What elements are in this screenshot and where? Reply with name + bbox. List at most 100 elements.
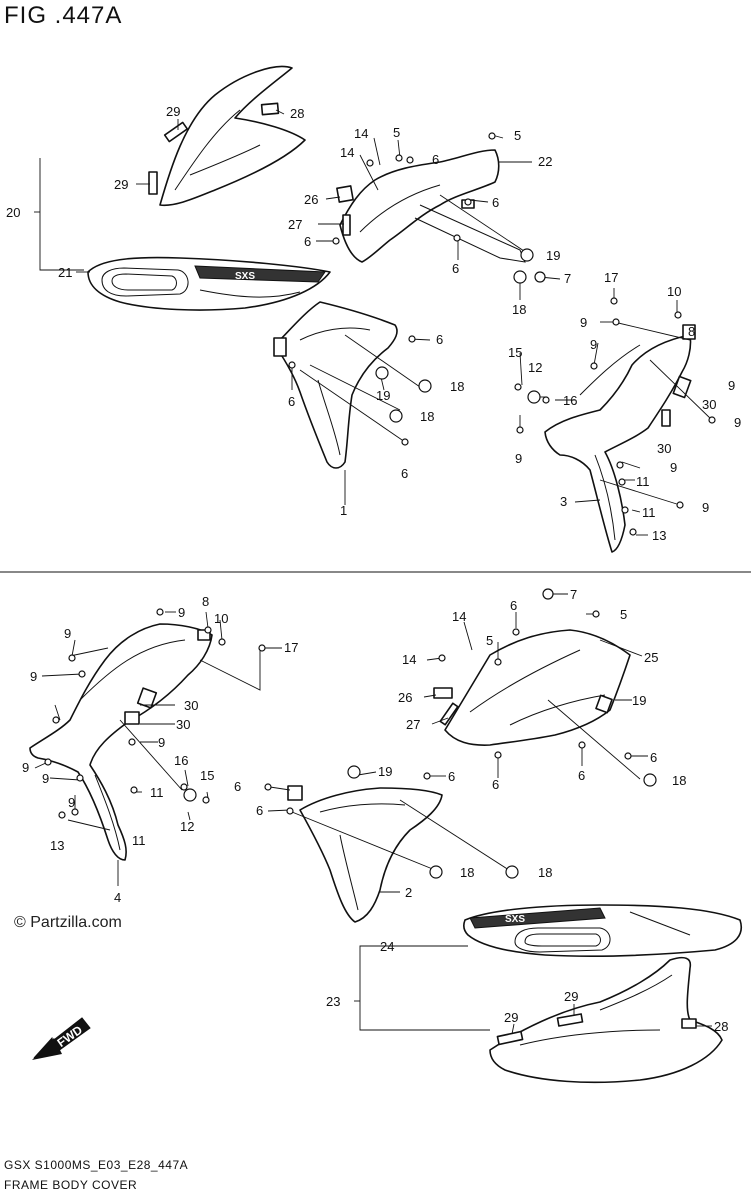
callout-28: 28 [714, 1019, 728, 1034]
callout-1: 1 [340, 503, 347, 518]
callout-9: 9 [178, 605, 185, 620]
callout-11: 11 [132, 833, 146, 848]
footer-diagram-name: FRAME BODY COVER [4, 1178, 138, 1192]
rear-frame-cover-bottom [29, 623, 213, 861]
callout-29: 29 [166, 104, 180, 119]
figure-title: FIG .447A [4, 2, 123, 29]
callout-18: 18 [538, 865, 552, 880]
callout-13: 13 [50, 838, 64, 853]
callout-30: 30 [657, 441, 671, 456]
callout-6: 6 [492, 195, 499, 210]
hardware-fasteners [44, 132, 716, 879]
upper-side-cover-left [148, 65, 306, 207]
callout-9: 9 [734, 415, 741, 430]
forward-direction-arrow-icon: FWD [32, 1017, 91, 1060]
callout-4: 4 [114, 890, 121, 905]
callout-6: 6 [452, 261, 459, 276]
inner-frame-cover-bottom [433, 629, 631, 746]
callout-11: 11 [150, 785, 164, 800]
callout-labels: 29 28 29 20 21 14 5 14 6 5 22 26 6 27 6 … [6, 104, 741, 1034]
callout-9: 9 [728, 378, 735, 393]
callout-24: 24 [380, 939, 394, 954]
callout-19: 19 [378, 764, 392, 779]
callout-19: 19 [376, 388, 390, 403]
callout-26: 26 [398, 690, 412, 705]
callout-8: 8 [688, 324, 695, 339]
lower-side-cover-bottom: SXS [462, 904, 742, 957]
callout-6: 6 [304, 234, 311, 249]
callout-5: 5 [393, 125, 400, 140]
callout-9: 9 [42, 771, 49, 786]
callout-14: 14 [340, 145, 354, 160]
sxs-decal-text-top: SXS [235, 271, 255, 282]
callout-9: 9 [515, 451, 522, 466]
callout-18: 18 [512, 302, 526, 317]
callout-9: 9 [590, 337, 597, 352]
callout-6: 6 [256, 803, 263, 818]
callout-9: 9 [670, 460, 677, 475]
callout-30: 30 [702, 397, 716, 412]
callout-16: 16 [563, 393, 577, 408]
callout-9: 9 [580, 315, 587, 330]
callout-6: 6 [288, 394, 295, 409]
callout-15: 15 [200, 768, 214, 783]
lower-side-cover-with-decal: SXS [87, 256, 331, 311]
callout-18: 18 [460, 865, 474, 880]
callout-19: 19 [632, 693, 646, 708]
callout-9: 9 [30, 669, 37, 684]
callout-29: 29 [564, 989, 578, 1004]
callout-25: 25 [644, 650, 658, 665]
rear-inner-cover-top [273, 301, 398, 469]
callout-11: 11 [642, 505, 656, 520]
rear-frame-cover-top [544, 324, 696, 553]
callout-5: 5 [486, 633, 493, 648]
callout-6: 6 [234, 779, 241, 794]
callout-9: 9 [22, 760, 29, 775]
callout-14: 14 [402, 652, 416, 667]
rear-inner-cover-bottom [287, 785, 443, 923]
callout-17: 17 [604, 270, 618, 285]
callout-19: 19 [546, 248, 560, 263]
callout-6: 6 [436, 332, 443, 347]
callout-29: 29 [504, 1010, 518, 1025]
callout-23: 23 [326, 994, 340, 1009]
callout-9: 9 [702, 500, 709, 515]
callout-6: 6 [578, 768, 585, 783]
callout-6: 6 [492, 777, 499, 792]
callout-6: 6 [510, 598, 517, 613]
watermark: © Partzilla.com [14, 914, 122, 932]
callout-8: 8 [202, 594, 209, 609]
callout-14: 14 [452, 609, 466, 624]
footer-diagram-code: GSX S1000MS_E03_E28_447A [4, 1158, 189, 1172]
callout-9: 9 [68, 795, 75, 810]
callout-10: 10 [214, 611, 228, 626]
callout-18: 18 [420, 409, 434, 424]
callout-12: 12 [180, 819, 194, 834]
callout-6: 6 [650, 750, 657, 765]
callout-12: 12 [528, 360, 542, 375]
callout-15: 15 [508, 345, 522, 360]
callout-27: 27 [288, 217, 302, 232]
callout-30: 30 [184, 698, 198, 713]
callout-5: 5 [514, 128, 521, 143]
group-bracket-23 [359, 945, 490, 1031]
group-bracket-20 [39, 158, 84, 271]
watermark-text: Partzilla.com [30, 914, 122, 931]
callout-30: 30 [176, 717, 190, 732]
callout-20: 20 [6, 205, 20, 220]
callout-13: 13 [652, 528, 666, 543]
callout-28: 28 [290, 106, 304, 121]
sxs-decal-text-bottom: SXS [505, 914, 525, 925]
callout-9: 9 [158, 735, 165, 750]
callout-22: 22 [538, 154, 552, 169]
callout-18: 18 [672, 773, 686, 788]
callout-7: 7 [564, 271, 571, 286]
callout-11: 11 [636, 474, 650, 489]
copyright-symbol: © [14, 914, 26, 931]
callout-2: 2 [405, 885, 412, 900]
callout-6: 6 [432, 152, 439, 167]
callout-3: 3 [560, 494, 567, 509]
callout-18: 18 [450, 379, 464, 394]
